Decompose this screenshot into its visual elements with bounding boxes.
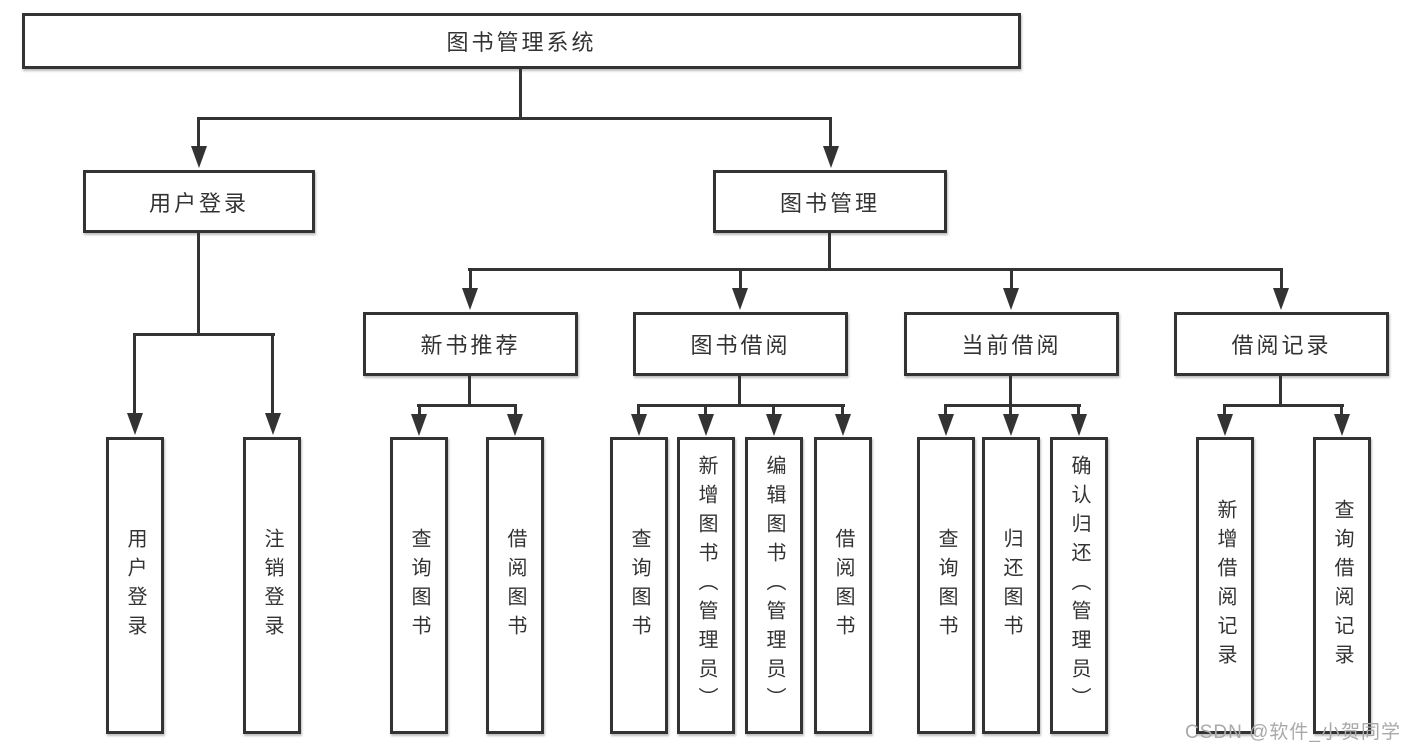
leaf-nb-query-book: 查询图书 — [390, 437, 448, 734]
arrow-down-icon — [507, 414, 523, 436]
connector-line — [772, 404, 775, 418]
leaf-user-login: 用户登录 — [106, 437, 164, 734]
arrow-down-icon — [631, 414, 647, 436]
arrow-down-icon — [1334, 414, 1350, 436]
connector-line — [133, 333, 275, 336]
leaf-logout-login: 注销登录 — [243, 437, 301, 734]
node-current-borrow: 当前借阅 — [904, 312, 1119, 376]
arrow-down-icon — [1071, 414, 1087, 436]
node-book-borrow: 图书借阅 — [633, 312, 848, 376]
leaf-label: 借阅图书 — [504, 527, 526, 644]
connector-line — [468, 374, 471, 407]
connector-line — [271, 333, 274, 417]
arrow-down-icon — [766, 414, 782, 436]
connector-line — [829, 117, 832, 151]
connector-line — [1009, 374, 1012, 407]
connector-line — [738, 374, 741, 407]
arrow-down-icon — [1003, 288, 1019, 310]
connector-line — [1340, 404, 1343, 418]
leaf-label: 注销登录 — [261, 527, 283, 644]
connector-line — [469, 268, 472, 294]
leaf-label: 借阅图书 — [832, 527, 854, 644]
leaf-label: 编辑图书（管理员） — [763, 455, 785, 716]
arrow-down-icon — [191, 146, 207, 168]
leaf-label: 查询借阅记录 — [1331, 498, 1353, 673]
leaf-br-add-record: 新增借阅记录 — [1196, 437, 1254, 734]
leaf-label: 确认归还（管理员） — [1068, 455, 1090, 716]
connector-line — [739, 268, 742, 294]
connector-line — [468, 268, 1282, 271]
arrow-down-icon — [1003, 414, 1019, 436]
connector-line — [637, 404, 640, 418]
connector-line — [944, 404, 1081, 407]
connector-line — [197, 117, 832, 120]
connector-line — [637, 404, 845, 407]
connector-line — [1077, 404, 1080, 418]
connector-line — [133, 333, 136, 417]
node-borrow-record: 借阅记录 — [1174, 312, 1389, 376]
leaf-cb-confirm-return-admin: 确认归还（管理员） — [1050, 437, 1108, 734]
arrow-down-icon — [938, 414, 954, 436]
connector-line — [1223, 404, 1344, 407]
connector-line — [197, 117, 200, 151]
leaf-bb-add-book-admin: 新增图书（管理员） — [677, 437, 735, 734]
arrow-down-icon — [462, 288, 478, 310]
leaf-label: 新增图书（管理员） — [695, 455, 717, 716]
connector-line — [197, 231, 200, 336]
connector-line — [1010, 268, 1013, 294]
leaf-bb-query-book: 查询图书 — [610, 437, 668, 734]
leaf-bb-edit-book-admin: 编辑图书（管理员） — [745, 437, 803, 734]
node-root: 图书管理系统 — [22, 13, 1021, 69]
connector-line — [944, 404, 947, 418]
arrow-down-icon — [265, 413, 281, 435]
connector-line — [828, 231, 831, 271]
leaf-br-query-record: 查询借阅记录 — [1313, 437, 1371, 734]
connector-line — [418, 404, 421, 418]
leaf-label: 归还图书 — [1000, 527, 1022, 644]
connector-line — [514, 404, 517, 418]
connector-line — [1009, 404, 1012, 418]
connector-line — [1279, 374, 1282, 407]
connector-line — [1280, 268, 1283, 294]
arrow-down-icon — [1273, 288, 1289, 310]
leaf-cb-return-book: 归还图书 — [982, 437, 1040, 734]
connector-line — [704, 404, 707, 418]
connector-line — [1223, 404, 1226, 418]
leaf-bb-borrow-book: 借阅图书 — [814, 437, 872, 734]
leaf-label: 查询图书 — [408, 527, 430, 644]
leaf-label: 查询图书 — [935, 527, 957, 644]
arrow-down-icon — [411, 414, 427, 436]
leaf-label: 查询图书 — [628, 527, 650, 644]
arrow-down-icon — [823, 146, 839, 168]
arrow-down-icon — [698, 414, 714, 436]
leaf-label: 新增借阅记录 — [1214, 498, 1236, 673]
connector-line — [417, 404, 517, 407]
connector-line — [519, 68, 522, 120]
leaf-cb-query-book: 查询图书 — [917, 437, 975, 734]
arrow-down-icon — [732, 288, 748, 310]
node-user-login: 用户登录 — [83, 170, 315, 233]
node-new-book-recommend: 新书推荐 — [363, 312, 578, 376]
connector-line — [841, 404, 844, 418]
leaf-nb-borrow-book: 借阅图书 — [486, 437, 544, 734]
arrow-down-icon — [127, 413, 143, 435]
leaf-label: 用户登录 — [124, 527, 146, 644]
arrow-down-icon — [835, 414, 851, 436]
node-book-management: 图书管理 — [713, 170, 947, 233]
watermark-text: CSDN @软件_小贺同学 — [1185, 722, 1401, 743]
arrow-down-icon — [1217, 414, 1233, 436]
